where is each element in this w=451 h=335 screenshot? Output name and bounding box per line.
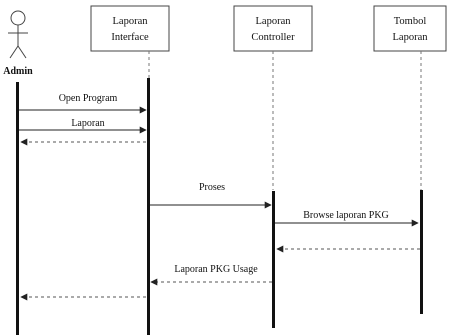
participant-box: [233, 5, 313, 52]
activation-laporan-interface: [147, 78, 150, 335]
activation-laporan-controller: [272, 191, 275, 328]
message-label: Open Program: [59, 93, 118, 104]
participant-laporan-interface: Laporan Interface: [90, 5, 170, 52]
participant-tombol-laporan: Tombol Laporan: [373, 5, 447, 52]
actor-admin: Admin: [3, 10, 33, 77]
message-label: Browse laporan PKG: [303, 210, 389, 221]
participant-label-line1: Laporan: [256, 16, 292, 27]
message-label: Proses: [199, 182, 225, 193]
participant-label-line2: Controller: [251, 32, 295, 43]
actor-leg-left: [9, 45, 19, 59]
participant-label-line2: Laporan: [393, 32, 429, 43]
participant-box: [90, 5, 170, 52]
participant-laporan-controller: Laporan Controller: [233, 5, 313, 52]
message-browse-laporan-pkg: Browse laporan PKG: [275, 210, 419, 227]
participant-label-line1: Tombol: [394, 16, 427, 27]
activation-admin: [16, 82, 19, 335]
actor-leg-right: [17, 45, 27, 59]
message-proses: Proses: [150, 182, 272, 209]
message-laporan-pkg-usage: Laporan PKG Usage: [150, 264, 272, 286]
actor-label: Admin: [3, 66, 33, 77]
participant-label-line2: Interface: [111, 32, 149, 43]
participant-label-line1: Laporan: [113, 16, 149, 27]
participant-box: [373, 5, 447, 52]
message-open-program: Open Program: [19, 93, 147, 114]
message-laporan: Laporan: [19, 118, 147, 134]
actor-head: [10, 10, 26, 26]
message-label: Laporan PKG Usage: [174, 264, 258, 275]
message-label: Laporan: [71, 118, 104, 129]
activation-tombol-laporan: [420, 190, 423, 314]
